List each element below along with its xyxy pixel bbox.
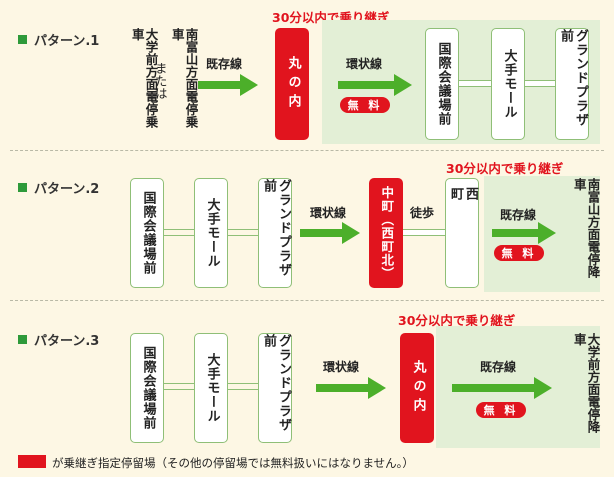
pattern-3-line1-label: 環状線 (323, 360, 360, 374)
stop-name: 国際会議場前 (140, 191, 156, 275)
stop-name: 大手モール (204, 353, 220, 423)
pattern-1-title: パターン.1 (34, 34, 100, 49)
pattern-1-line2-label: 環状線 (346, 57, 383, 71)
pattern-3-title: パターン.3 (34, 334, 100, 349)
pattern-1-free-badge: 無 料 (340, 97, 390, 113)
pattern-3-free-badge: 無 料 (476, 402, 526, 418)
pattern-3-stop-3: グランドプラザ前 (258, 333, 292, 443)
pattern-2-destination: 南富山方面電停降車 (571, 178, 601, 290)
destination-text: 大学前方面電停降車 (571, 333, 601, 433)
stop-name: 国際会議場前 (435, 42, 451, 126)
pattern-1-label: パターン.1 (18, 30, 99, 49)
bullet-square-icon (18, 335, 27, 344)
pattern-1-stop-2: 大手モール (491, 28, 525, 140)
pattern-2-line2-label: 既存線 (500, 208, 537, 222)
pattern-1-transfer-stop: 丸の内 (275, 28, 309, 140)
stop-name: グランドプラザ前 (261, 334, 291, 432)
origin-or-text: または (152, 62, 168, 100)
pattern-3-destination: 大学前方面電停降車 (571, 333, 601, 445)
transfer-stop-text: 中町（西町北） (379, 185, 395, 281)
arrow-right-icon (300, 222, 360, 244)
pattern-2-walk-label: 徒歩 (410, 206, 435, 220)
pattern-3-line2-label: 既存線 (480, 360, 517, 374)
pattern-3-transfer-note: 30分以内で乗り継ぎ (398, 313, 516, 328)
walk-connector (403, 229, 445, 236)
pattern-2-stop-1: 国際会議場前 (130, 178, 164, 288)
pattern-1-stop-3: グランドプラザ前 (555, 28, 589, 140)
pattern-2-transfer-note: 30分以内で乗り継ぎ (446, 161, 564, 176)
pattern-2-free-badge: 無 料 (494, 245, 544, 261)
transfer-stop-text: 丸の内 (410, 359, 426, 417)
pattern-1-origin-right: 南富山方面電停乗車 (169, 28, 199, 138)
section-divider (10, 300, 604, 301)
stop-connector (525, 80, 555, 87)
pattern-3-stop-1: 国際会議場前 (130, 333, 164, 443)
stop-name: 西町 (448, 187, 478, 260)
stop-name: 国際会議場前 (140, 346, 156, 430)
pattern-2-stop-2: 大手モール (194, 178, 228, 288)
arrow-right-icon (492, 222, 556, 244)
section-divider (10, 150, 604, 151)
arrow-right-icon (338, 74, 412, 96)
stop-connector (228, 229, 258, 236)
stop-name: 大手モール (204, 198, 220, 268)
pattern-2-stop-3: グランドプラザ前 (258, 178, 292, 288)
transfer-stop-text: 丸の内 (285, 55, 301, 113)
stop-connector (164, 229, 194, 236)
pattern-2-transfer-stop: 中町（西町北） (369, 178, 403, 288)
pattern-2-line1-label: 環状線 (310, 206, 347, 220)
pattern-2-walk-stop: 西町 (445, 178, 479, 288)
pattern-3-transfer-stop: 丸の内 (400, 333, 434, 443)
pattern-3-stop-2: 大手モール (194, 333, 228, 443)
stop-name: 大手モール (501, 49, 517, 119)
stop-connector (459, 80, 491, 87)
stop-connector (164, 383, 194, 390)
bullet-square-icon (18, 183, 27, 192)
pattern-3-label: パターン.3 (18, 330, 99, 349)
legend-red-swatch (18, 455, 46, 468)
stop-connector (228, 383, 258, 390)
stop-name: グランドプラザ前 (261, 179, 291, 277)
arrow-right-icon (316, 377, 386, 399)
stop-name: グランドプラザ前 (558, 29, 588, 127)
pattern-1-origin-left: 大学前方面電停乗車 (129, 28, 159, 138)
pattern-1-origin-or: または (152, 62, 168, 122)
pattern-1-line1-label: 既存線 (206, 57, 243, 71)
pattern-2-title: パターン.2 (34, 182, 100, 197)
arrow-right-icon (198, 74, 258, 96)
arrow-right-icon (452, 377, 552, 399)
legend-text: が乗継ぎ指定停留場（その他の停留場では無料扱いにはなりません。） (52, 456, 414, 470)
origin-left-text: 大学前方面電停乗車 (129, 28, 159, 128)
pattern-2-label: パターン.2 (18, 178, 99, 197)
destination-text: 南富山方面電停降車 (571, 178, 601, 278)
pattern-1-stop-1: 国際会議場前 (425, 28, 459, 140)
origin-right-text: 南富山方面電停乗車 (169, 28, 199, 128)
bullet-square-icon (18, 35, 27, 44)
